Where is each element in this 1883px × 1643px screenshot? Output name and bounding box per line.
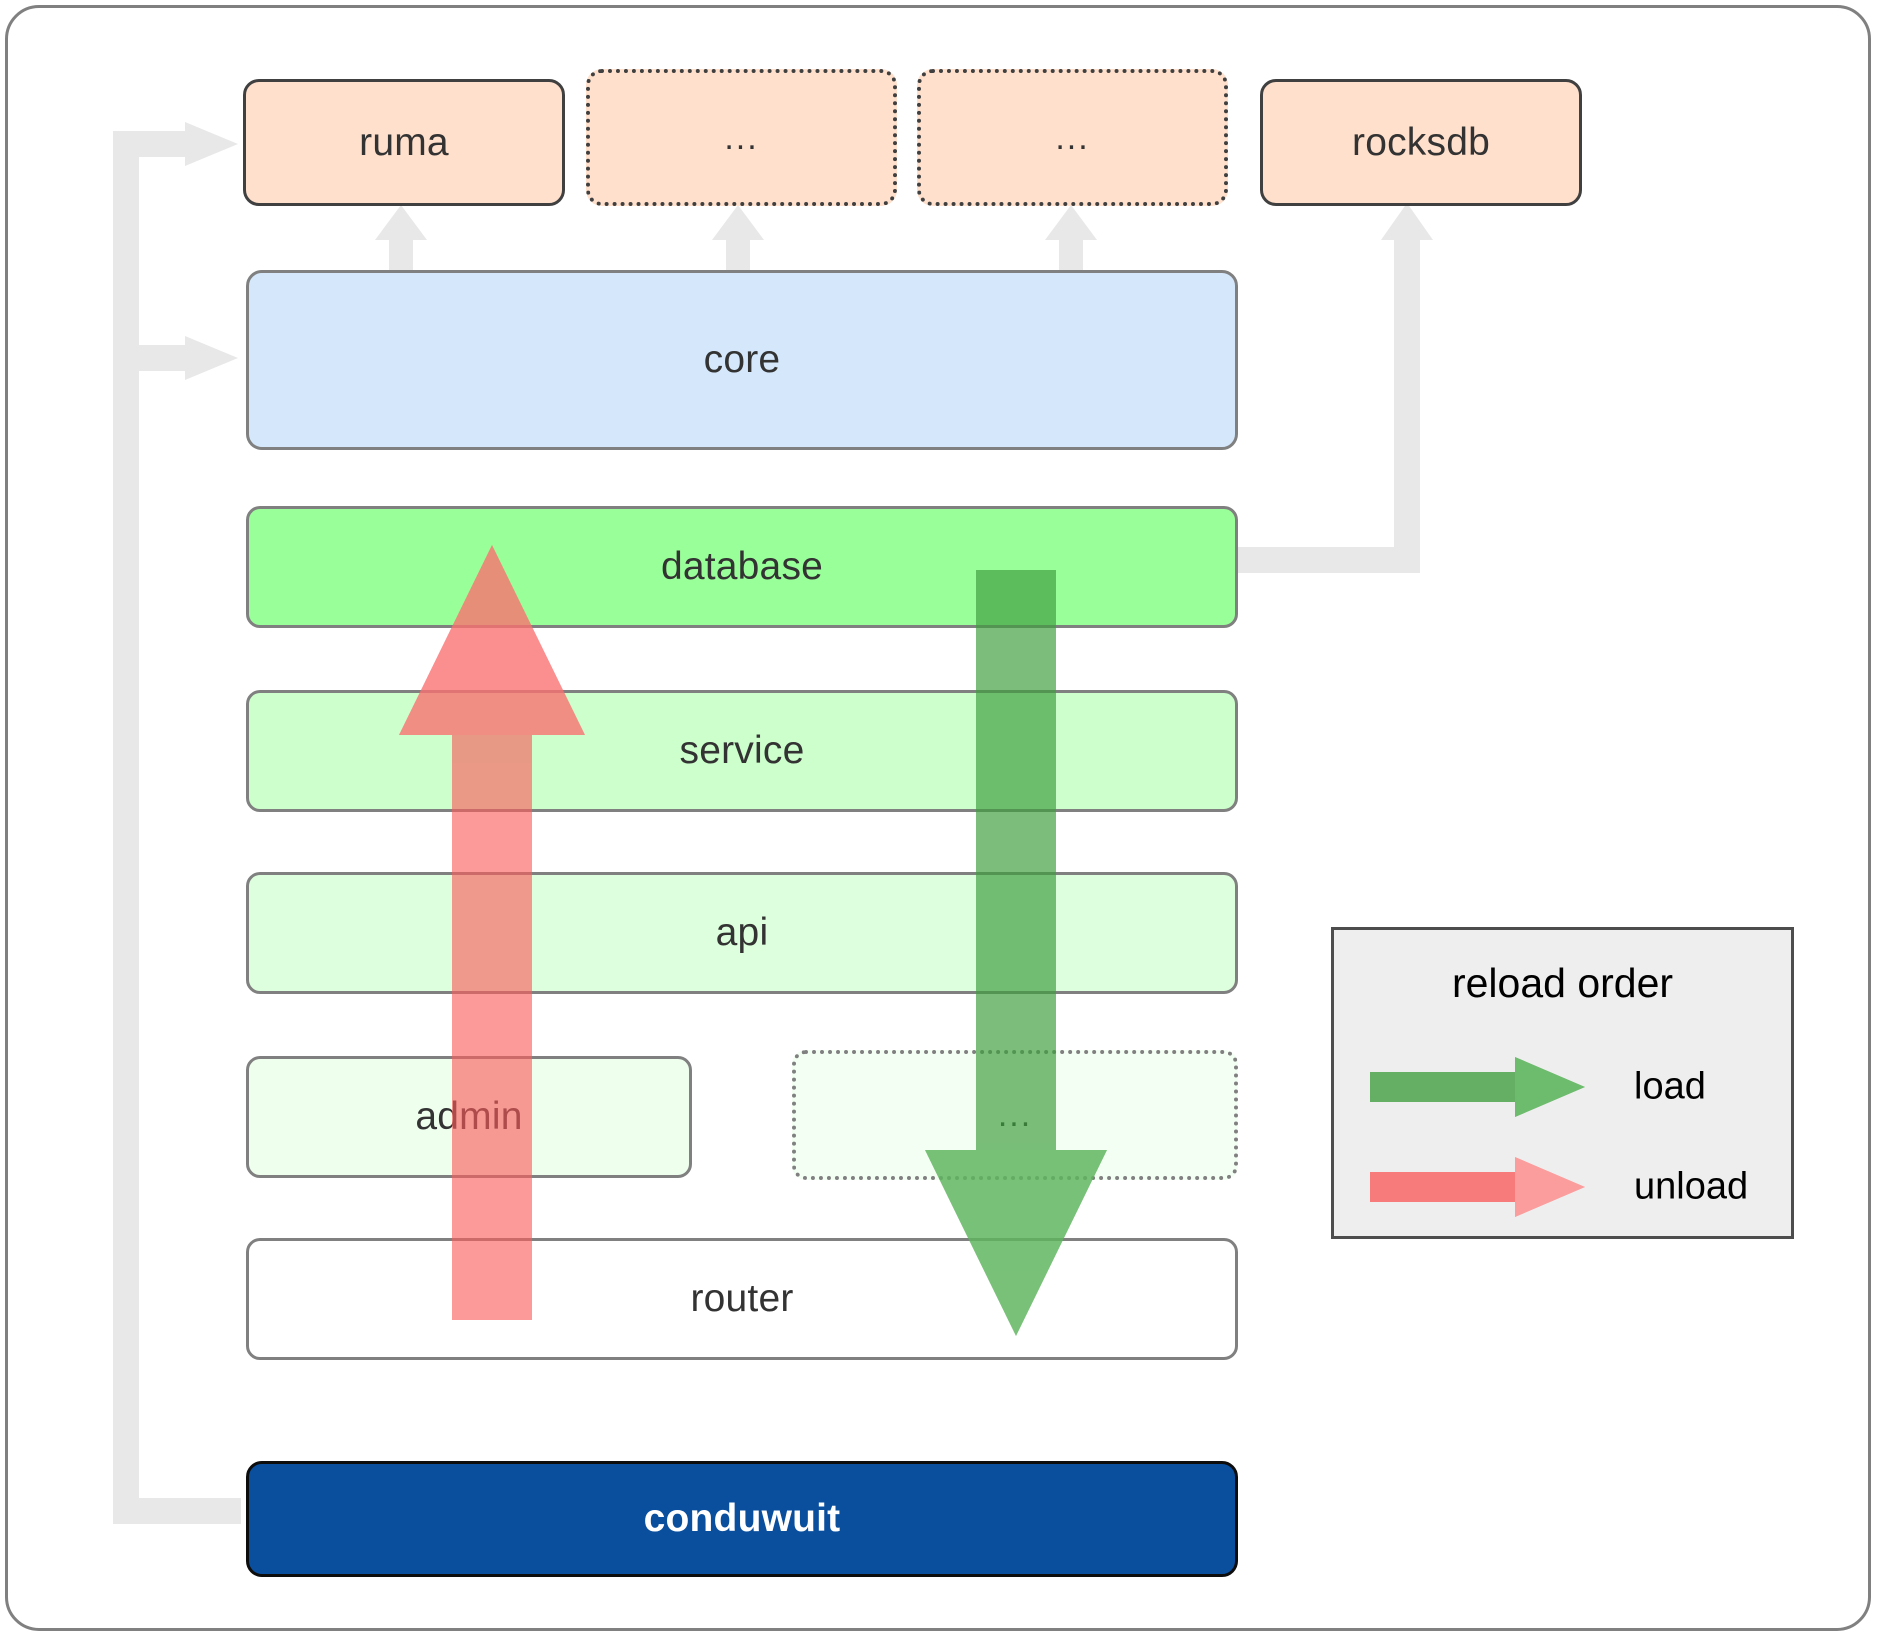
unload-arrow-icon xyxy=(1370,1157,1585,1217)
node-top-ellipsis-1-label: ... xyxy=(724,118,759,157)
legend-title: reload order xyxy=(1451,960,1674,1006)
node-top-ellipsis-1[interactable]: ... xyxy=(586,69,897,206)
node-router[interactable]: router xyxy=(246,1238,1238,1360)
node-router-label: router xyxy=(690,1277,794,1320)
node-rocksdb-label: rocksdb xyxy=(1352,120,1490,164)
node-admin-label: admin xyxy=(415,1095,523,1138)
node-api-label: api xyxy=(715,911,769,954)
node-core[interactable]: core xyxy=(246,270,1238,450)
node-core-label: core xyxy=(703,338,781,381)
node-conduwuit-label: conduwuit xyxy=(643,1497,841,1540)
node-service-label: service xyxy=(679,729,805,772)
node-admin[interactable]: admin xyxy=(246,1056,692,1178)
load-arrow-icon xyxy=(1370,1057,1585,1117)
node-conduwuit[interactable]: conduwuit xyxy=(246,1461,1238,1577)
node-top-ellipsis-2-label: ... xyxy=(1055,118,1090,157)
legend-label-unload: unload xyxy=(1634,1165,1749,1208)
node-ruma[interactable]: ruma xyxy=(243,79,565,206)
node-bottom-ellipsis[interactable]: ... xyxy=(792,1050,1238,1180)
node-database[interactable]: database xyxy=(246,506,1238,628)
node-bottom-ellipsis-label: ... xyxy=(997,1096,1033,1134)
node-api[interactable]: api xyxy=(246,872,1238,994)
legend-row-load: load xyxy=(1334,1042,1791,1132)
legend-panel: reload order load unload xyxy=(1331,927,1794,1239)
node-rocksdb[interactable]: rocksdb xyxy=(1260,79,1582,206)
legend-row-unload: unload xyxy=(1334,1142,1791,1232)
node-ruma-label: ruma xyxy=(359,120,449,164)
node-service[interactable]: service xyxy=(246,690,1238,812)
node-top-ellipsis-2[interactable]: ... xyxy=(917,69,1228,206)
legend-label-load: load xyxy=(1634,1065,1706,1108)
node-database-label: database xyxy=(660,545,824,588)
